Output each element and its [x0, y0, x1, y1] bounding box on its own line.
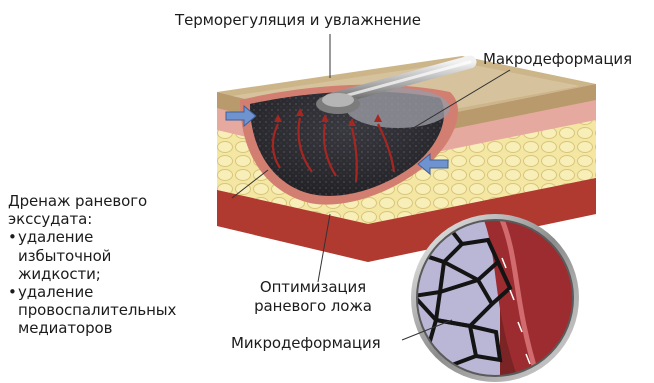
label-wound-bed-optimization: Оптимизация раневого ложа	[248, 278, 378, 316]
label-microdeformation: Микродеформация	[231, 334, 381, 353]
label-macrodeformation: Макродеформация	[483, 50, 632, 69]
drain-item-line: провоспалительных	[18, 301, 176, 319]
drain-title-line1: Дренаж раневого	[8, 192, 176, 210]
label-optimization-line1: Оптимизация	[248, 278, 378, 297]
label-thermoregulation: Терморегуляция и увлажнение	[175, 11, 421, 30]
drain-list-item: удаление избыточной жидкости;	[8, 228, 176, 283]
drain-list: удаление избыточной жидкости; удаление п…	[8, 228, 176, 337]
drain-item-line: медиаторов	[18, 319, 176, 337]
drain-item-line: жидкости;	[18, 265, 176, 283]
drain-item-line: удаление	[18, 228, 176, 246]
drain-item-line: избыточной	[18, 247, 176, 265]
label-optimization-line2: раневого ложа	[248, 297, 378, 316]
drain-list-item: удаление провоспалительных медиаторов	[8, 283, 176, 338]
magnifier-lens-icon	[410, 214, 580, 383]
drain-title-line2: экссудата:	[8, 210, 176, 228]
drain-item-line: удаление	[18, 283, 176, 301]
label-exudate-drainage: Дренаж раневого экссудата: удаление избы…	[8, 192, 176, 338]
